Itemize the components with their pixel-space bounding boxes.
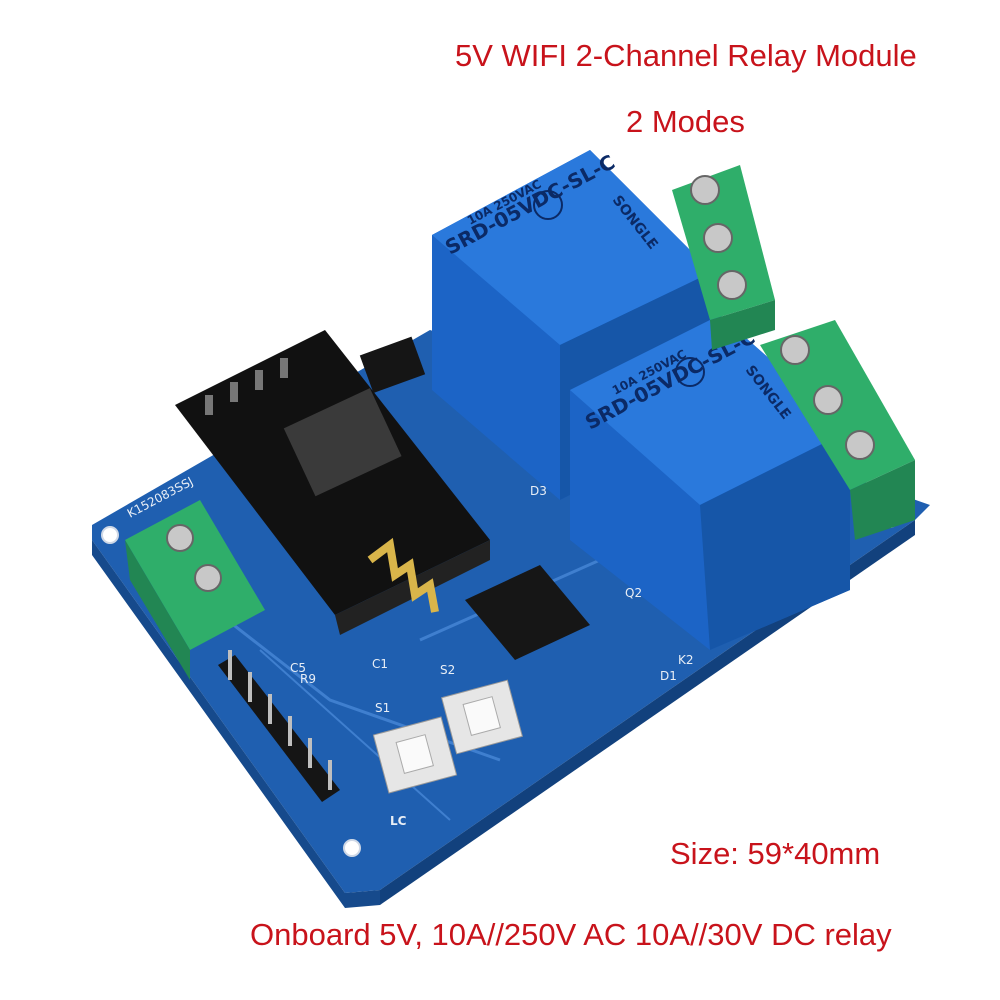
label-r9: R9	[300, 672, 316, 686]
label-s1: S1	[375, 701, 390, 715]
label-k2: K2	[678, 653, 694, 667]
title-caption: 5V WIFI 2-Channel Relay Module	[455, 38, 917, 73]
jumper-header	[359, 336, 426, 394]
onboard-caption: Onboard 5V, 10A//250V AC 10A//30V DC rel…	[250, 917, 892, 952]
push-button-s2	[441, 679, 523, 755]
mount-hole	[343, 839, 361, 857]
relay-1-cqc-logo	[533, 190, 563, 220]
label-c5: C5	[290, 661, 306, 675]
pcb-antenna	[367, 537, 439, 613]
terminal-block-relay-1	[672, 165, 775, 350]
pin-header	[218, 650, 340, 802]
ic-chip	[465, 565, 590, 660]
push-button-s1	[372, 716, 458, 794]
power-terminal-block	[125, 500, 265, 680]
mount-hole	[101, 526, 119, 544]
label-c1: C1	[372, 657, 388, 671]
terminal-block-relay-2	[760, 320, 915, 540]
size-caption: Size: 59*40mm	[670, 836, 881, 871]
esp01-wifi-module	[175, 330, 490, 635]
esp-chip	[283, 388, 402, 497]
label-d3: D3	[530, 484, 547, 498]
label-q2: Q2	[625, 586, 642, 600]
label-d1: D1	[660, 669, 677, 683]
label-s2: S2	[440, 663, 455, 677]
label-lc: LC	[390, 814, 407, 828]
modes-caption: 2 Modes	[626, 104, 745, 139]
relay-2-cqc-logo	[675, 357, 705, 387]
